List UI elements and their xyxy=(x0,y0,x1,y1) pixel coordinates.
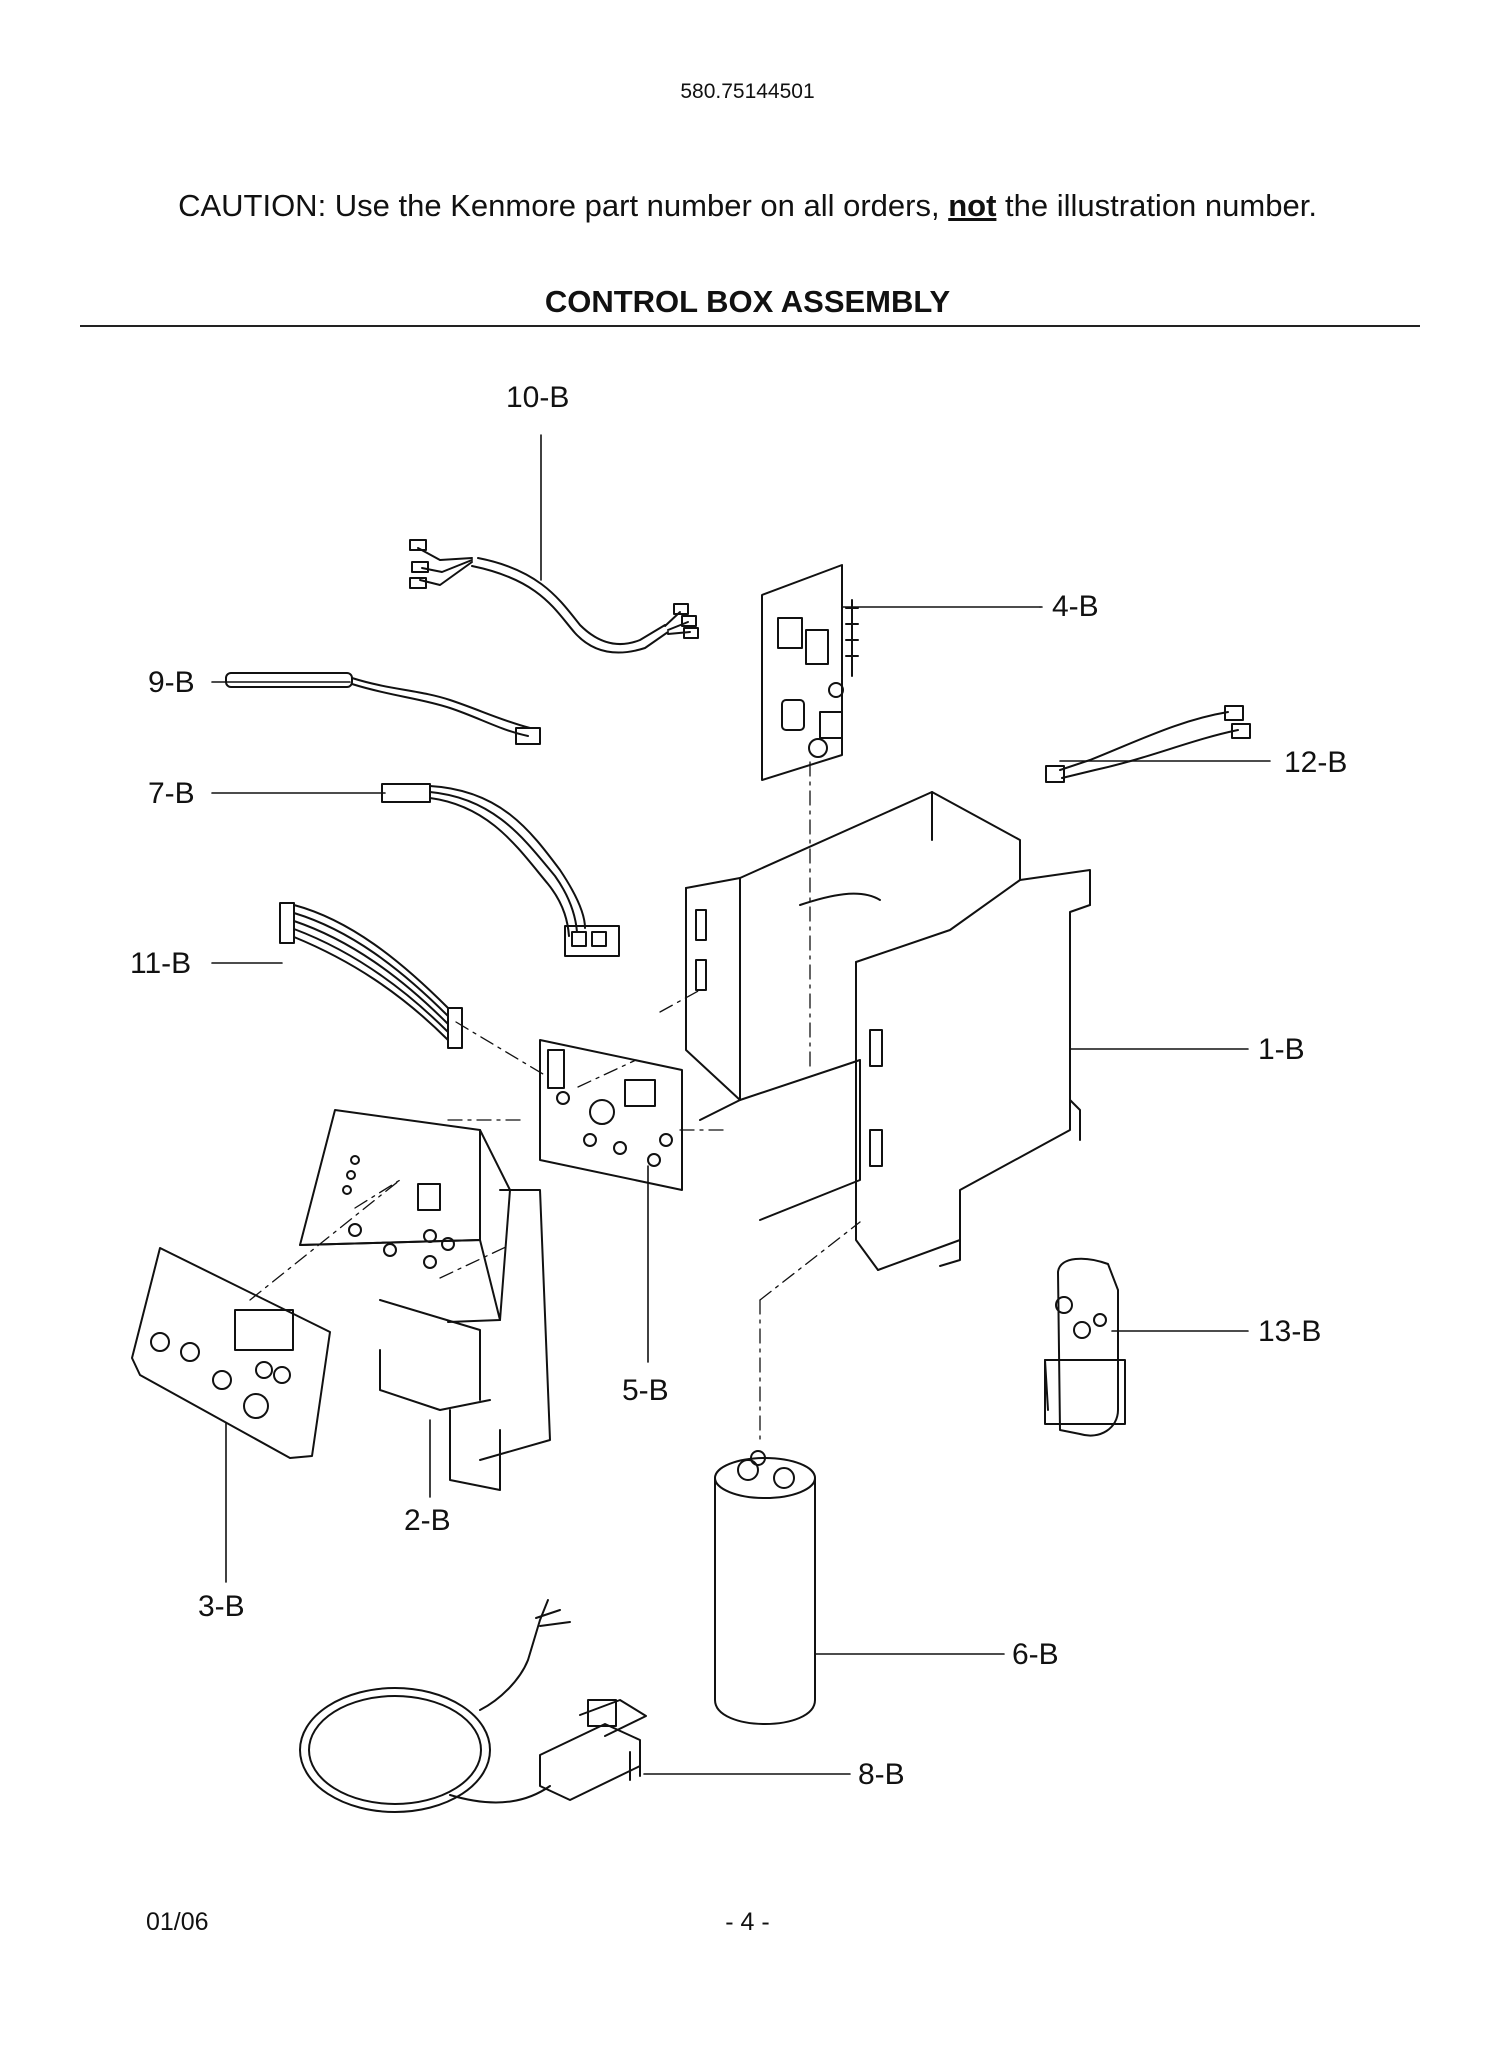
callout-11b: 11-B xyxy=(130,947,192,980)
ribbon-cable-11b xyxy=(279,902,463,1049)
callout-7b: 7-B xyxy=(148,777,195,810)
capacitor-6b xyxy=(714,1450,816,1725)
callout-13b: 13-B xyxy=(1258,1315,1322,1348)
control-overlay-3b xyxy=(131,1247,331,1459)
callout-10b: 10-B xyxy=(506,381,570,414)
wire-12b xyxy=(1045,705,1251,783)
caution-text-start: CAUTION: Use the Kenmore part number on … xyxy=(178,188,949,223)
callout-12b: 12-B xyxy=(1284,746,1348,779)
leader-lines xyxy=(211,434,1271,1775)
power-cord-8b xyxy=(299,1599,647,1813)
footer-date: 01/06 xyxy=(146,1908,209,1936)
front-panel-2b xyxy=(299,1109,551,1491)
caution-notice: CAUTION: Use the Kenmore part number on … xyxy=(0,188,1495,224)
callout-6b: 6-B xyxy=(1012,1638,1059,1671)
callout-3b: 3-B xyxy=(198,1590,245,1623)
callout-5b: 5-B xyxy=(622,1374,669,1407)
callout-1b: 1-B xyxy=(1258,1033,1305,1066)
page-title: CONTROL BOX ASSEMBLY xyxy=(544,284,951,319)
caution-text-end: the illustration number. xyxy=(996,188,1317,223)
model-number: 580.75144501 xyxy=(680,80,815,103)
sensor-wire-9b xyxy=(225,672,541,745)
remote-control-13b xyxy=(1044,1257,1126,1437)
control-box-1b xyxy=(685,791,1091,1271)
circuit-board-5b xyxy=(539,1039,683,1191)
callout-8b: 8-B xyxy=(858,1758,905,1791)
wire-harness-10b xyxy=(409,539,699,654)
assembly-dashed-lines xyxy=(249,761,861,1441)
callout-4b: 4-B xyxy=(1052,590,1099,623)
title-divider xyxy=(80,325,1420,327)
callout-2b: 2-B xyxy=(404,1504,451,1537)
caution-emphasis: not xyxy=(948,188,997,223)
circuit-board-4b xyxy=(761,564,859,781)
wire-harness-7b xyxy=(381,783,620,957)
page-number: - 4 - xyxy=(725,1908,770,1936)
callout-9b: 9-B xyxy=(148,666,195,699)
